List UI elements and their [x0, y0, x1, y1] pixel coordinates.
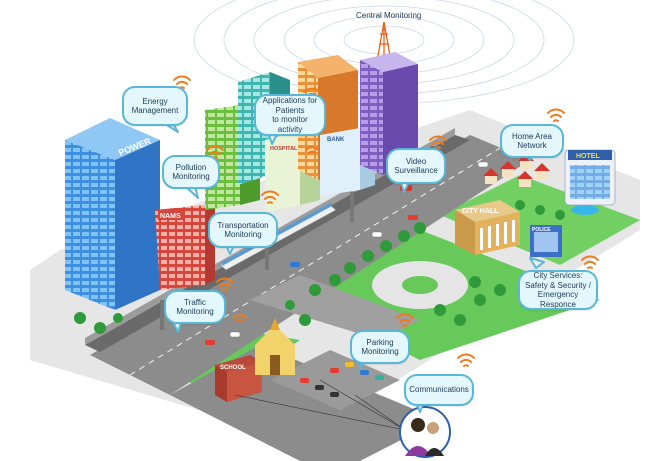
parking-monitoring-callout: Parking Monitoring: [350, 330, 410, 364]
church-building: [255, 318, 295, 375]
pollution-monitoring-text: Pollution Monitoring: [172, 162, 210, 182]
plaza-center: [402, 276, 438, 294]
city-services-text: City Services: Safety & Security / Emerg…: [525, 271, 591, 309]
parking-monitoring-text: Parking Monitoring: [361, 337, 399, 357]
person-with-phone-icon: [399, 406, 451, 458]
wifi-icon: [261, 190, 279, 204]
transportation-monitoring-callout: Transportation Monitoring: [208, 212, 278, 248]
nams-building: NAMS: [155, 205, 215, 290]
wifi-icon: [305, 146, 319, 154]
video-surveillance-callout: Video Surveillance: [386, 148, 446, 184]
police-sign: POLICE: [532, 227, 551, 233]
pollution-monitoring-callout: Pollution Monitoring: [162, 155, 220, 189]
traffic-monitoring-callout: Traffic Monitoring: [164, 290, 226, 324]
school-sign: SCHOOL: [220, 365, 246, 371]
hotel-sign: HOTEL: [576, 153, 600, 160]
energy-management-callout: Energy Management: [122, 86, 188, 126]
wifi-icon: [396, 313, 414, 327]
wifi-icon: [457, 353, 475, 367]
video-surveillance-text: Video Surveillance: [394, 156, 438, 176]
bank-sign: BANK: [327, 137, 345, 143]
communications-text: Communications: [409, 385, 469, 395]
side-road: [250, 275, 420, 340]
wifi-icon: [233, 314, 247, 322]
hotel-building: HOTEL: [564, 149, 616, 215]
trees: [74, 200, 565, 334]
wifi-icon: [581, 255, 599, 269]
applications-patients-callout: Applications for Patients to monitor act…: [254, 94, 326, 136]
wifi-icon: [216, 277, 234, 291]
police-building: POLICE: [530, 225, 562, 257]
communications-callout: Communications: [404, 374, 474, 406]
traffic-monitoring-text: Traffic Monitoring: [176, 297, 214, 317]
parking-lot: [270, 350, 400, 410]
energy-management-text: Energy Management: [131, 96, 179, 116]
home-area-network-callout: Home Area Network: [500, 124, 564, 158]
wifi-icon: [429, 135, 447, 149]
central-monitoring-label: Central Monitoring: [356, 11, 422, 20]
wifi-icon: [547, 108, 565, 122]
power-building: POWER: [65, 118, 160, 310]
lawn-right: [440, 175, 640, 265]
pool: [571, 205, 599, 215]
applications-patients-text: Applications for Patients to monitor act…: [262, 96, 318, 134]
nams-sign: NAMS: [160, 213, 181, 220]
city-services-callout: City Services: Safety & Security / Emerg…: [518, 270, 598, 310]
city-hall-sign: CITY HALL: [462, 208, 499, 215]
hospital-sign: HOSPITAL: [270, 146, 298, 152]
comm-lines: [234, 379, 409, 433]
transportation-monitoring-text: Transportation Monitoring: [217, 220, 269, 240]
city-hall-building: CITY HALL: [455, 200, 520, 255]
home-area-network-text: Home Area Network: [511, 131, 553, 151]
antenna-tower-icon: [377, 21, 391, 57]
school-building: SCHOOL: [215, 355, 262, 402]
purple-building: [360, 52, 418, 175]
